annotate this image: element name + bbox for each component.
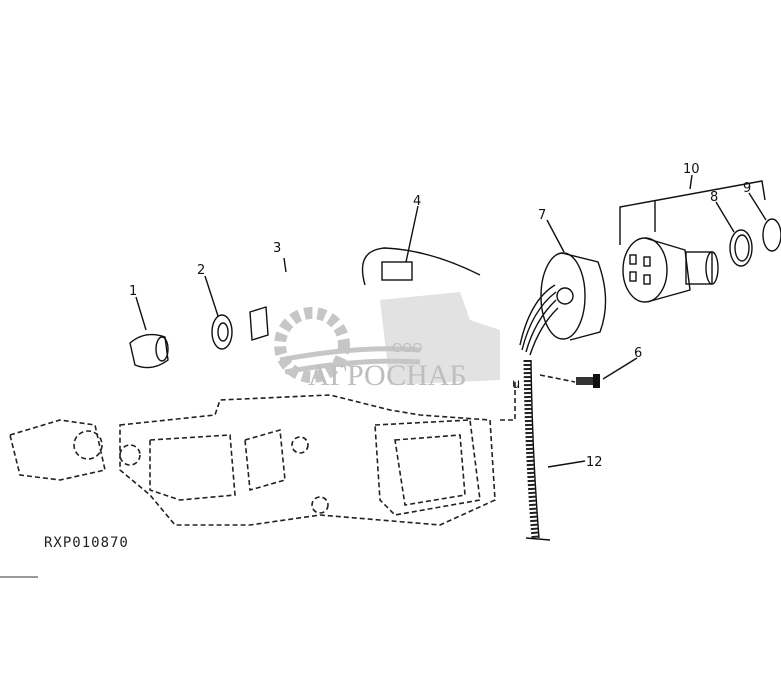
- watermark-logo: ООО АГРОСНАБ: [245, 270, 510, 395]
- watermark-text: АГРОСНАБ: [308, 359, 467, 392]
- callout-8: 8: [710, 190, 718, 205]
- part-8-ring: [715, 201, 753, 267]
- callout-9: 9: [743, 181, 751, 196]
- part-9-nut: [748, 192, 781, 252]
- callout-7: 7: [538, 208, 546, 223]
- part-6-screw: [539, 357, 638, 388]
- part-3-sleeve: [249, 257, 287, 341]
- part-1-cap: [129, 296, 169, 369]
- callout-labels: 1 2 3 4 6 7 8 9 10 12: [129, 162, 751, 470]
- callout-12: 12: [586, 455, 603, 470]
- callout-3: 3: [273, 241, 281, 256]
- part-7-housing: [519, 219, 607, 356]
- callout-1: 1: [129, 284, 137, 299]
- callout-2: 2: [197, 263, 205, 278]
- watermark-prefix: ООО: [392, 340, 422, 355]
- callout-6: 6: [634, 346, 642, 361]
- part-10-ignition-switch: [619, 174, 766, 303]
- part-2-nut: [204, 275, 233, 350]
- part-12-harness: u: [512, 359, 586, 541]
- reference-code: RXP010870: [44, 535, 129, 551]
- part-4-connector: [361, 205, 481, 286]
- callout-4: 4: [413, 194, 421, 209]
- exhaust-manifold-outline: [9, 380, 516, 526]
- callout-10: 10: [683, 162, 700, 177]
- svg-text:u: u: [512, 377, 520, 392]
